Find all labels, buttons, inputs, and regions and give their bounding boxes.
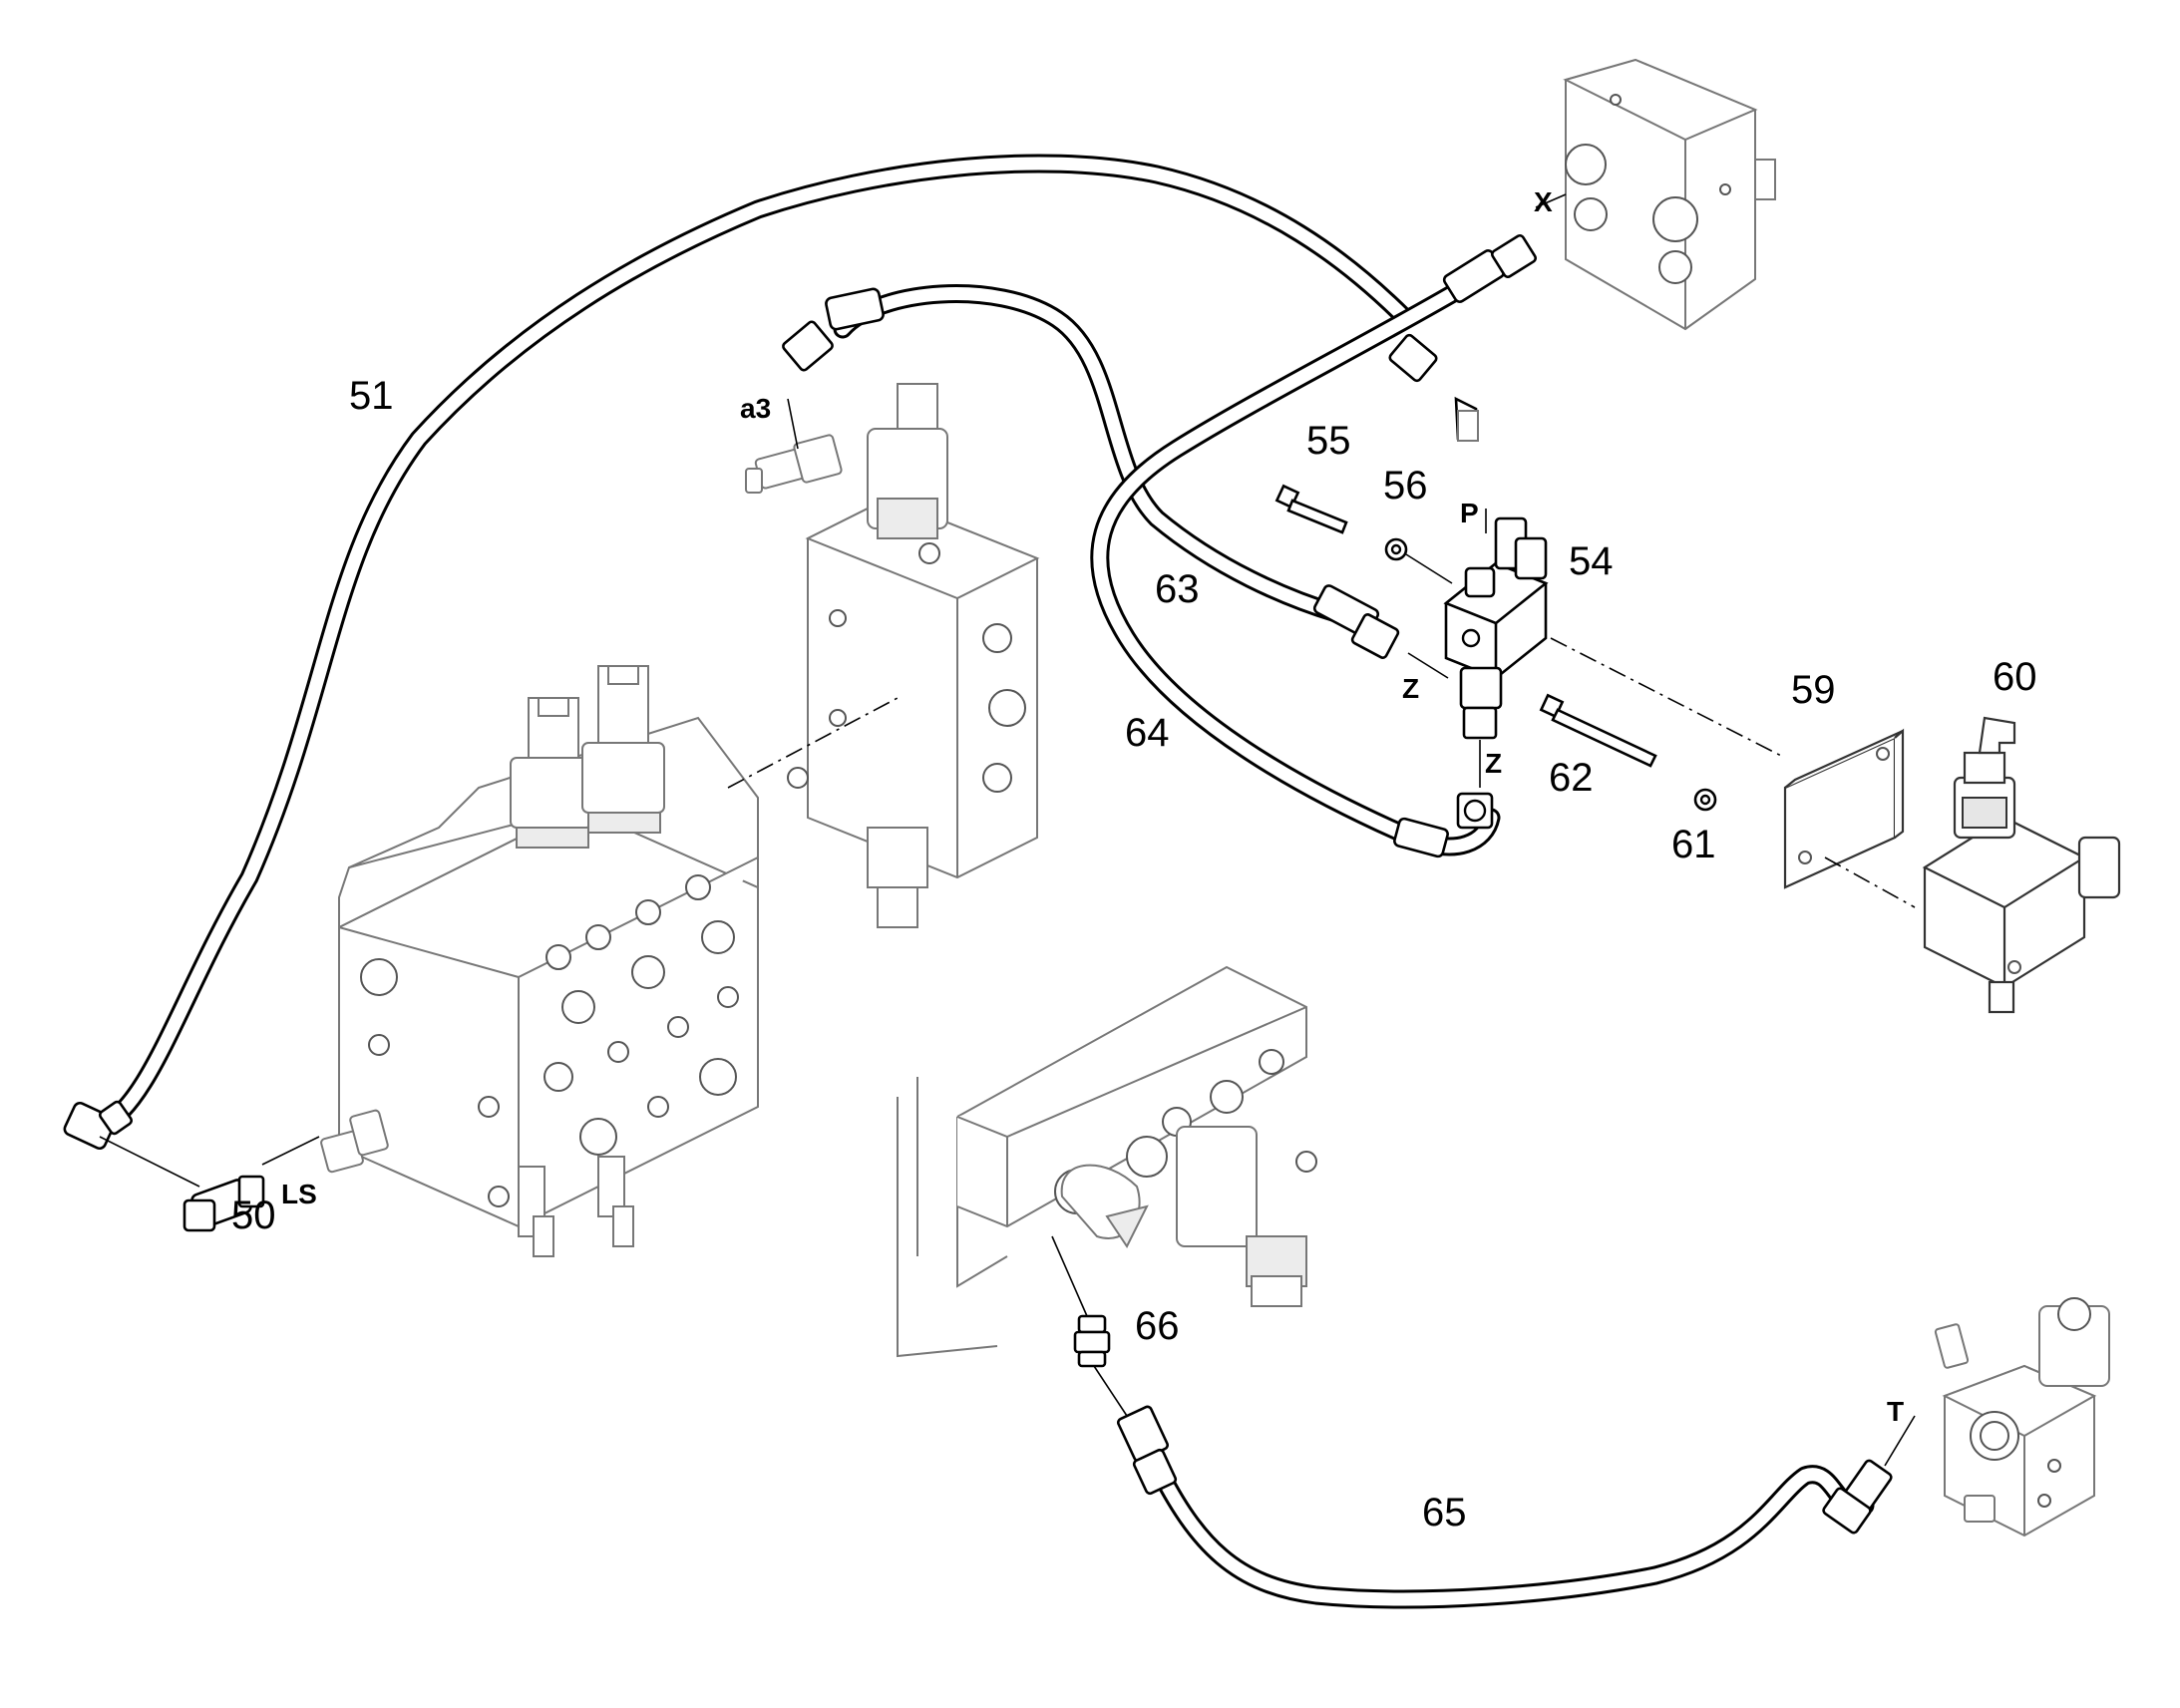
leader-lines	[99, 193, 1916, 1467]
intermediate-valve-solenoid	[867, 383, 948, 564]
part-56-washer	[1384, 537, 1408, 561]
bottom-right-valve	[1934, 1297, 2110, 1537]
main-valve-solenoid-left	[510, 697, 593, 849]
port-label-t: T	[1887, 1396, 1904, 1427]
hose-63-lower-fitting	[1312, 584, 1400, 659]
part-59-plate	[1783, 728, 1905, 889]
label-55: 55	[1306, 419, 1351, 463]
label-54: 54	[1569, 539, 1614, 583]
hose-51-end-fitting-right	[1388, 333, 1479, 442]
label-51: 51	[349, 374, 394, 418]
mounting-plate-top-right	[1563, 58, 1776, 331]
part-55-bolt	[1274, 484, 1348, 534]
label-59: 59	[1791, 668, 1836, 712]
port-label-x: X	[1534, 186, 1553, 217]
part-54-valve	[1443, 516, 1549, 740]
part-62-bolt	[1539, 693, 1657, 768]
ls-fitting	[320, 1109, 389, 1174]
part-61-washer	[1693, 788, 1717, 812]
dash-centerlines	[727, 637, 1916, 908]
label-63: 63	[1155, 567, 1200, 611]
hose-64-lower-fitting	[1393, 792, 1494, 858]
hose-51	[90, 154, 1416, 1137]
label-50: 50	[231, 1194, 276, 1237]
hose-65	[1147, 1456, 1875, 1609]
port-label-p: P	[1460, 498, 1479, 528]
label-64: 64	[1125, 711, 1170, 755]
part-60-valve	[1922, 716, 2121, 1014]
port-label-ls: LS	[281, 1179, 317, 1209]
hose-65-left-fitting	[1116, 1405, 1178, 1496]
label-66: 66	[1135, 1304, 1180, 1348]
hose-65-right-fitting	[1822, 1459, 1893, 1535]
label-56: 56	[1383, 464, 1428, 508]
label-61: 61	[1671, 823, 1716, 866]
port-label-z-lower: Z	[1485, 748, 1502, 779]
hose-64-upper-fitting	[1442, 233, 1538, 303]
hose-63-upper-fitting	[782, 287, 885, 372]
main-valve-solenoid-right	[581, 665, 665, 834]
intermediate-valve-block	[787, 497, 1040, 928]
hose-51-end-fitting-left	[63, 1100, 134, 1151]
port-label-z-upper: Z	[1402, 673, 1419, 704]
a3-fitting	[745, 434, 843, 494]
part-50-fitting	[182, 1175, 265, 1232]
label-60: 60	[1993, 655, 2037, 699]
hose-63	[833, 284, 1346, 623]
lower-manifold	[897, 965, 1317, 1358]
label-62: 62	[1549, 756, 1594, 800]
label-65: 65	[1422, 1491, 1467, 1535]
part-66-adapter	[1073, 1314, 1111, 1368]
port-label-a3: a3	[740, 393, 771, 424]
